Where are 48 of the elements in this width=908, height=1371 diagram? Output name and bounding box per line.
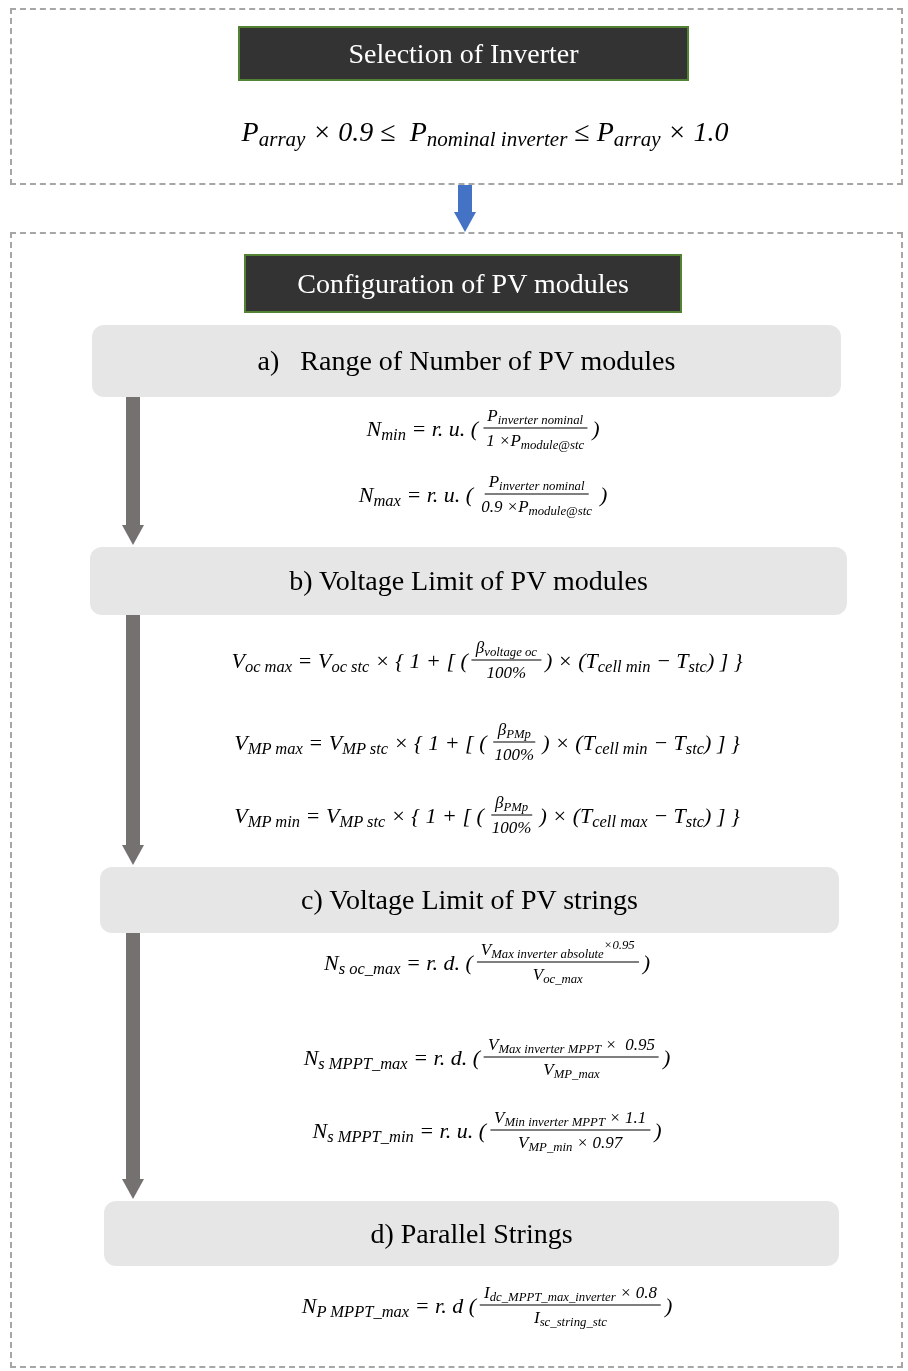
math-expression: ) [654,1116,662,1145]
step-box: c) Voltage Limit of PV strings [100,867,839,933]
fraction-denominator: I$_{sc_string_stc}$ [532,1306,608,1330]
fraction-denominator: 0.9 ×P$_{module@stc}$ [480,495,593,519]
fraction-numerator: I$_{dc_MPPT_max_inverter}$ × 0.8 [479,1280,661,1306]
step-box: b) Voltage Limit of PV modules [90,547,847,615]
dashed-group-frame [10,232,903,1368]
fraction-denominator: V$_{oc_max}$ [531,963,584,987]
fraction-denominator: 100% [490,816,533,839]
fraction-denominator: V$_{MP_min}$ × 0.97 [517,1131,624,1155]
math-expression: ) [663,1043,671,1072]
fraction-numerator: P$_{inverter nominal}$ [483,403,588,429]
math-expression: N$_{max}$ = r. u. ( [358,480,474,511]
dashed-group-frame [10,8,903,185]
step-box: a) Range of Number of PV modules [92,325,841,397]
step-box: d) Parallel Strings [104,1201,839,1266]
arrow [454,185,476,232]
math-expression: N$_{s oc_max}$ = r. d. ( [323,948,473,979]
fraction-numerator: β$_{PMp}$ [493,717,535,743]
fraction-numerator: V$_{Max inverter MPPT}$ × 0.95 [484,1032,660,1058]
fraction-denominator: 100% [485,661,528,684]
fraction-denominator: 1 ×P$_{module@stc}$ [485,429,586,453]
arrow [122,931,144,1199]
fraction-denominator: V$_{MP_max}$ [542,1058,601,1082]
math-expression: N$_{min}$ = r. u. ( [366,414,479,445]
heading-box: Configuration of PV modules [244,254,682,313]
heading-box: Selection of Inverter [238,26,689,81]
fraction-denominator: 100% [493,743,536,766]
arrow [122,613,144,865]
math-expression: V$_{MP min}$ = V$_{MP stc}$ × { 1 + [ ( [234,801,484,832]
math-expression: ) × (T$_{cell max}$ − T$_{stc}$) ] } [539,801,740,832]
math-expression: N$_{s MPPT_min}$ = r. u. ( [312,1116,487,1147]
fraction-numerator: β$_{PMp}$ [491,790,533,816]
math-expression: ) × (T$_{cell min}$ − T$_{stc}$) ] } [542,728,740,759]
math-expression: P$_{array}$ × 0.9 ≤ P$_{nominal inverter}$ ≤ P$_{array}$ × 1.0 [241,115,729,153]
fraction-numerator: V$_{Min inverter MPPT}$ × 1.1 [490,1105,651,1131]
math-expression: V$_{MP max}$ = V$_{MP stc}$ × { 1 + [ ( [234,728,487,759]
math-expression: N$_{P MPPT_max}$ = r. d ( [301,1291,476,1322]
fraction-numerator: β$_{voltage oc}$ [471,635,541,661]
math-expression: ) [600,480,608,509]
fraction-numerator: P$_{inverter nominal}$ [484,469,589,495]
math-expression: ) [642,948,651,977]
math-expression: ) × (T$_{cell min}$ − T$_{stc}$) ] } [545,646,743,677]
math-expression: ) [592,414,600,443]
arrow [122,395,144,545]
math-expression: ) [664,1291,673,1320]
math-expression: V$_{oc max}$ = V$_{oc stc}$ × { 1 + [ ( [231,646,468,677]
math-expression: N$_{s MPPT_max}$ = r. d. ( [303,1043,480,1074]
